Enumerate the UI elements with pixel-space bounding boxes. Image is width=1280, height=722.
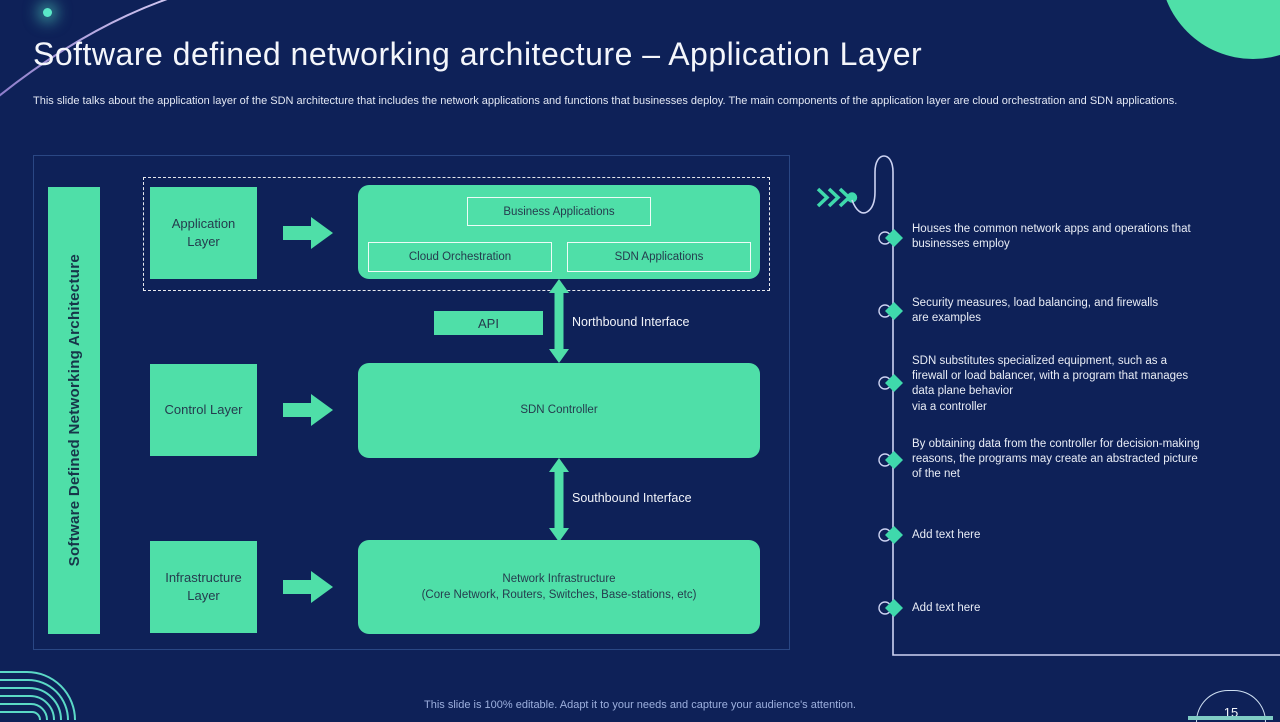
marker-2	[878, 302, 903, 320]
sdn-architecture-sidebar: Software Defined Networking Architecture	[48, 187, 100, 634]
bullet-text-6: Add text here	[912, 602, 981, 614]
footer-note: This slide is 100% editable. Adapt it to…	[424, 699, 856, 711]
sdn-applications-label: SDN Applications	[614, 251, 704, 263]
page-number-underline	[1188, 716, 1273, 720]
marker-6	[878, 599, 903, 617]
sdn-controller-label: SDN Controller	[520, 404, 598, 417]
business-applications-box: Business Applications	[467, 197, 651, 226]
timeline-start-dot	[846, 192, 858, 203]
application-layer-label: Application Layer	[171, 216, 236, 249]
network-infrastructure-box: Network Infrastructure (Core Network, Ro…	[358, 540, 760, 634]
marker-1	[878, 229, 903, 247]
glow-dot-decoration	[43, 8, 52, 17]
cloud-orchestration-box: Cloud Orchestration	[368, 242, 552, 272]
api-label: API	[478, 315, 499, 331]
application-layer-box: Application Layer	[150, 187, 257, 279]
control-layer-label: Control Layer	[164, 402, 243, 418]
southbound-interface-label: Southbound Interface	[572, 491, 692, 505]
marker-3	[878, 374, 903, 392]
triple-chevron-icon	[816, 187, 852, 208]
bullet-text-2: Security measures, load balancing, and f…	[912, 297, 1159, 325]
northbound-interface-label: Northbound Interface	[572, 315, 690, 329]
control-layer-box: Control Layer	[150, 364, 257, 456]
network-infrastructure-label: Network Infrastructure (Core Network, Ro…	[421, 572, 697, 601]
slide-description: This slide talks about the application l…	[33, 95, 1178, 107]
sdn-applications-box: SDN Applications	[567, 242, 751, 272]
api-box: API	[434, 311, 543, 335]
infrastructure-layer-label: Infrastructure Layer	[165, 570, 242, 603]
cloud-orchestration-label: Cloud Orchestration	[408, 251, 512, 263]
timeline-markers	[878, 229, 903, 617]
bullet-text-5: Add text here	[912, 529, 981, 541]
sdn-controller-box: SDN Controller	[358, 363, 760, 458]
bullet-text-3: SDN substitutes specialized equipment, s…	[912, 355, 1189, 413]
diagram-frame	[33, 155, 790, 650]
marker-5	[878, 526, 903, 544]
bullet-text-4: By obtaining data from the controller fo…	[912, 438, 1200, 481]
sdn-architecture-sidebar-label: Software Defined Networking Architecture	[65, 254, 83, 567]
page-title: Software defined networking architecture…	[33, 36, 923, 72]
business-applications-label: Business Applications	[503, 205, 615, 218]
marker-4	[878, 451, 903, 469]
bullet-text-1: Houses the common network apps and opera…	[912, 223, 1191, 251]
application-layer-dashed-outline	[143, 177, 770, 291]
infrastructure-layer-box: Infrastructure Layer	[150, 541, 257, 633]
business-applications-container: Business Applications Cloud Orchestratio…	[358, 185, 760, 279]
